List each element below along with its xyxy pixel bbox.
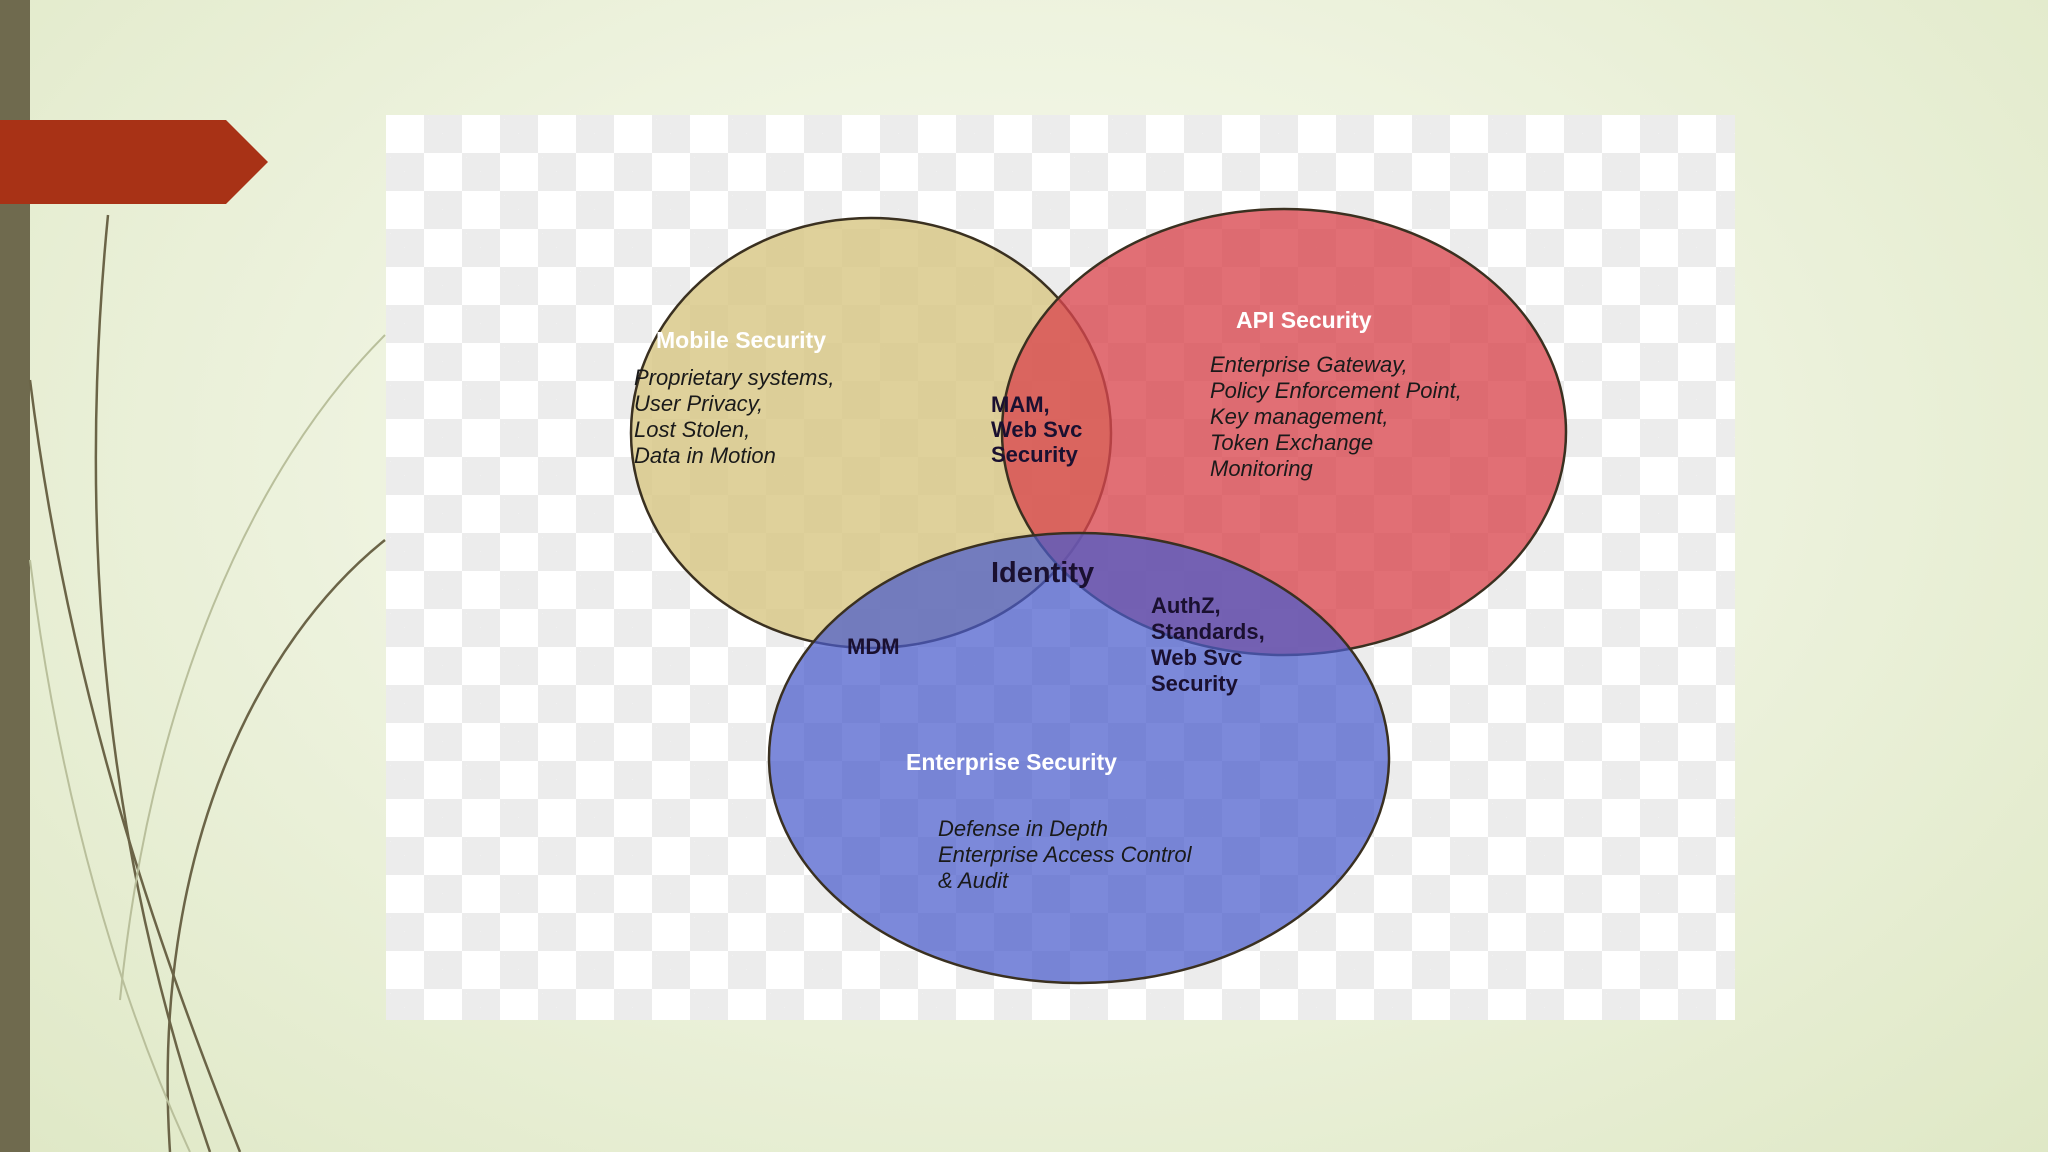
identity-center-label: Identity (991, 557, 1094, 589)
decorative-curves (28, 214, 386, 1152)
api-security-title: API Security (1236, 307, 1372, 333)
api-item: Token Exchange (1210, 430, 1373, 455)
api-item: Enterprise Gateway, (1210, 352, 1408, 377)
enterprise-item: Enterprise Access Control (938, 842, 1193, 867)
mobile-item: Data in Motion (634, 443, 776, 468)
mobile-item: Lost Stolen, (634, 417, 750, 442)
venn-diagram: Mobile Security Proprietary systems, Use… (629, 207, 1568, 985)
overlap-mobile-api-label: MAM, (991, 392, 1050, 417)
overlap-api-enterprise-label: Standards, (1151, 619, 1265, 644)
api-item: Policy Enforcement Point, (1210, 378, 1462, 403)
venn-diagram-image: Mobile Security Proprietary systems, Use… (386, 115, 1735, 1020)
mobile-item: User Privacy, (634, 391, 763, 416)
mobile-item: Proprietary systems, (634, 365, 835, 390)
api-item: Key management, (1210, 404, 1389, 429)
enterprise-security-title: Enterprise Security (906, 749, 1117, 775)
enterprise-item: & Audit (938, 868, 1009, 893)
red-title-tab (0, 120, 268, 204)
overlap-mobile-api-label: Web Svc (991, 417, 1082, 442)
mobile-security-title: Mobile Security (656, 327, 826, 353)
overlap-mobile-enterprise-label: MDM (847, 634, 900, 659)
overlap-mobile-api-label: Security (991, 442, 1079, 467)
overlap-api-enterprise-label: AuthZ, (1151, 593, 1221, 618)
overlap-api-enterprise-label: Web Svc (1151, 645, 1242, 670)
api-item: Monitoring (1210, 456, 1313, 481)
overlap-api-enterprise-label: Security (1151, 671, 1239, 696)
enterprise-item: Defense in Depth (938, 816, 1108, 841)
enterprise-security-circle (767, 531, 1391, 985)
